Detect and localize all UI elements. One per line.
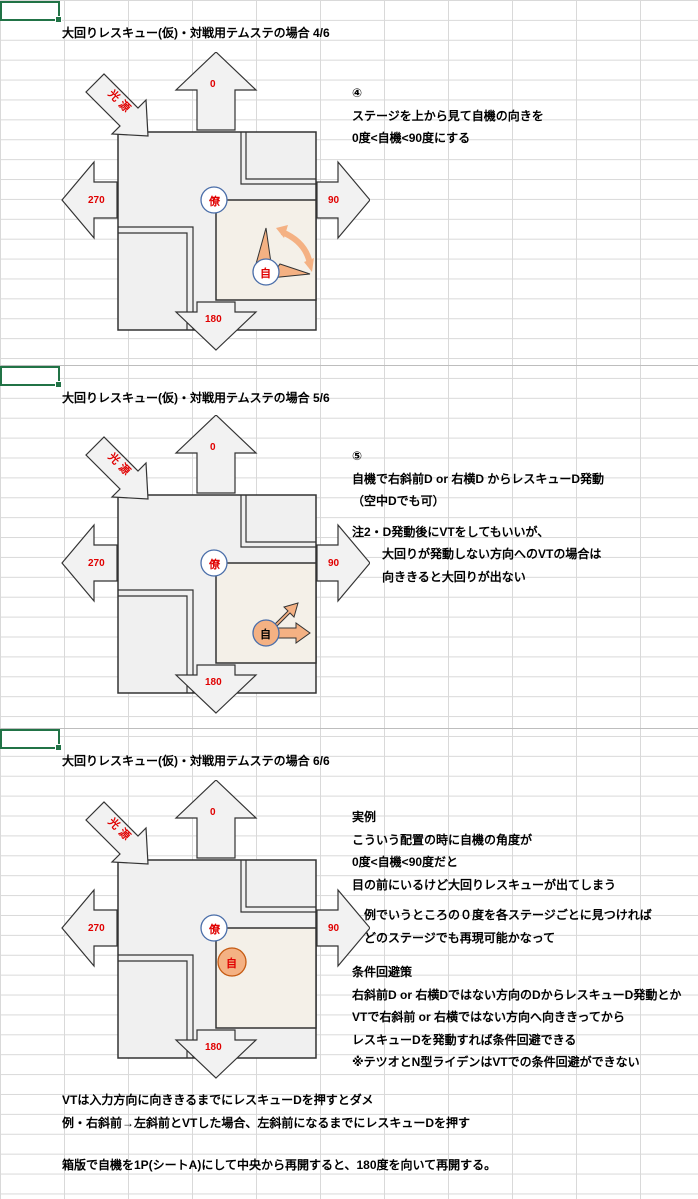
stage-diagram: 0 90 180 270 光源 僚 自 [60,415,370,715]
label-180: 180 [205,1042,222,1053]
notes-4: ④ ステージを上から見て自機の向きを 0度<自機<90度にする [352,86,544,145]
label-0: 0 [210,442,216,453]
label-90: 90 [328,923,340,934]
center-marker [200,186,228,214]
center-label: 僚 [209,559,220,571]
light-arrow [85,801,149,865]
self-label: 自 [260,268,271,280]
arrow-down [174,1029,258,1079]
self-marker [252,619,280,647]
label-0: 0 [210,807,216,818]
center-label: 僚 [209,196,220,208]
arrow-left [61,888,118,968]
label-90: 90 [328,195,340,206]
label-270: 270 [88,923,105,934]
light-arrow [85,436,149,500]
arrow-up [174,780,258,859]
arrow-right [316,888,370,968]
label-90: 90 [328,558,340,569]
section-title: 大回りレスキュー(仮)・対戦用テムステの場合 6/6 [62,754,330,768]
light-arrow [85,73,149,137]
arrow-up [174,415,258,494]
arrow-down [174,664,258,714]
self-label: 自 [226,958,237,970]
arrow-left [61,160,118,240]
stage-diagram-svg [61,52,370,351]
arrow-down [174,301,258,351]
self-marker [217,947,247,977]
self-label: 自 [260,629,271,641]
arrow-left [61,523,118,603]
arrow-up [174,52,258,131]
arrow-right [316,523,370,603]
center-label: 僚 [209,924,220,936]
stage-diagram: 0 90 180 270 光源 僚 自 [60,780,370,1080]
notes-6: 実例 こういう配置の時に自機の角度が 0度<自機<90度だと 目の前にいるけど大… [352,810,682,1069]
label-180: 180 [205,314,222,325]
notes-5: ⑤ 自機で右斜前D or 右横D からレスキューD発動 （空中Dでも可） 注2・… [352,449,605,584]
footer-notes: VTは入力方向に向ききるまでにレスキューDを押すとダメ 例・右斜前→左斜前とVT… [62,1093,497,1172]
self-marker [252,258,280,286]
selected-cell[interactable] [0,366,62,388]
selected-cell[interactable] [0,1,62,23]
label-270: 270 [88,195,105,206]
arrow-right [316,160,370,240]
section-title: 大回りレスキュー(仮)・対戦用テムステの場合 5/6 [62,391,330,405]
label-270: 270 [88,558,105,569]
selected-cell[interactable] [0,729,62,751]
label-0: 0 [210,79,216,90]
stage-diagram: 0 90 180 270 光源 僚 自 [60,52,370,352]
stage-diagram-svg [61,780,370,1079]
label-180: 180 [205,677,222,688]
stage-diagram-svg [61,415,370,714]
section-title: 大回りレスキュー(仮)・対戦用テムステの場合 4/6 [62,26,330,40]
